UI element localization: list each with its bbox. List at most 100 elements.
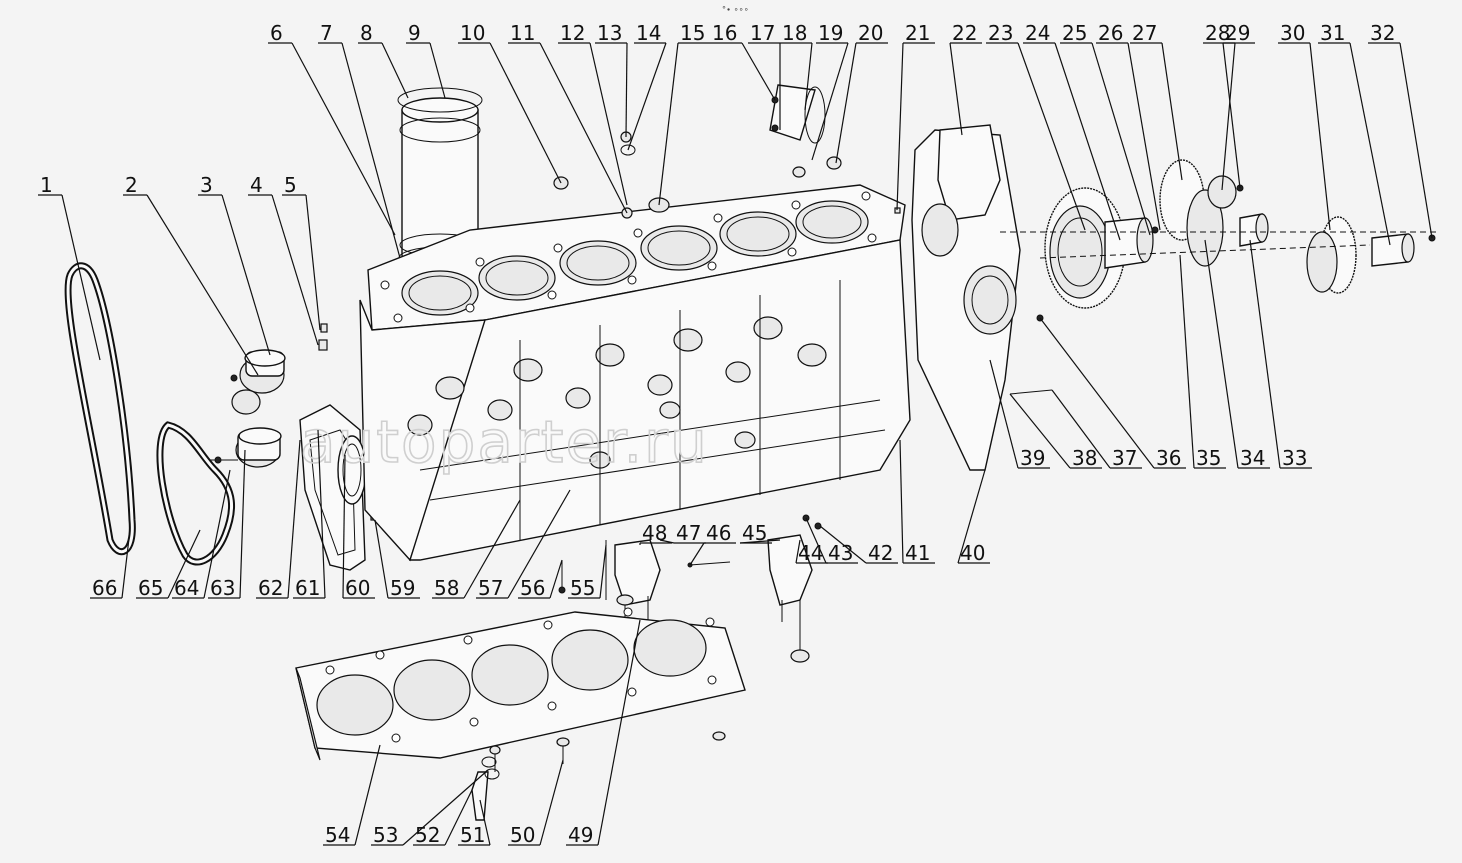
callout-leader-line [489,42,562,184]
callout-28: 28 [1203,21,1236,191]
callout-leader-line [1054,42,1121,241]
callout-44: 44 [795,539,828,565]
callout-leader-line [658,42,679,206]
callout-label: 54 [325,823,350,847]
callout-leader-line [1051,389,1111,469]
callout-label: 60 [345,576,370,600]
callout-leader-line [741,42,776,101]
callout-label: 27 [1132,21,1157,45]
callout-label: 13 [597,21,622,45]
belt-tensioner [230,349,286,415]
poly-v-belt-short [156,421,236,566]
front-cover [299,404,367,571]
callout-label: 35 [1196,446,1221,470]
pump-gear [1306,216,1357,294]
callout-label: 63 [210,576,235,600]
callout-leader-line [167,529,201,599]
callout-32: 32 [1368,21,1433,239]
callout-17: 17 [748,21,781,130]
callout-leader-line [271,194,319,346]
callout-leader-line [1127,42,1161,231]
callout-label: 4 [250,173,263,197]
pump-shaft [1371,233,1436,267]
callout-label: 49 [568,823,593,847]
callout-64: 64 [172,469,231,600]
callout-39: 39 [989,359,1050,470]
callout-leader-line [1091,42,1151,236]
callout-label: 8 [360,21,373,45]
callout-leader-line [1349,42,1391,246]
callout-label: 29 [1225,21,1250,45]
callout-label: 51 [460,823,485,847]
callout-label: 9 [408,21,421,45]
callout-63: 63 [208,449,246,600]
callout-45: 45 [739,521,781,545]
callout-label: 53 [373,823,398,847]
callout-label: 15 [680,21,705,45]
callout-leader-line [1399,42,1433,239]
callout-leader-line [463,499,521,599]
callout-leader-line [239,449,246,599]
callout-57: 57 [476,489,571,600]
idler-gear-hub [1239,213,1269,247]
callout-leader-line [1222,42,1241,189]
callout-leader-line [1309,42,1331,231]
callout-7: 7 [318,21,401,259]
callout-leader-line [402,769,489,846]
callout-11: 11 [508,21,628,214]
poly-v-belt-long [64,262,136,555]
callout-16: 16 [710,21,776,101]
callout-label: 5 [284,173,297,197]
large-gear-b [1159,159,1237,267]
callout-label: 16 [712,21,737,45]
callout-leader-line [1039,317,1155,469]
callout-leader-line [811,42,849,161]
callout-13: 13 [595,21,628,138]
callout-leader-line [819,525,867,564]
callout-label: 38 [1072,446,1097,470]
callout-leader-line [1179,254,1195,469]
callout-leader-line [795,539,801,564]
callout-30: 30 [1278,21,1331,231]
callout-label: 6 [270,21,283,45]
callout-label: 36 [1156,446,1181,470]
callout-24: 24 [1023,21,1121,241]
callout-label: 3 [200,173,213,197]
callout-55: 55 [568,544,607,600]
callout-leader-line [597,619,641,846]
callout-leader-line [305,194,321,331]
callout-65: 65 [136,529,201,600]
watermark: autoparter.ru [300,408,709,476]
callout-29: 29 [1222,21,1255,189]
callout-label: 40 [960,541,985,565]
callout-leader-line [835,42,857,164]
callout-leader-line [539,759,564,846]
callout-label: 14 [636,21,661,45]
callout-label: 21 [905,21,930,45]
callout-label: 30 [1280,21,1305,45]
callout-leader-line [899,439,904,564]
callout-label: 44 [798,541,823,565]
callout-leader-line [805,517,827,564]
callout-leader-line [549,559,563,599]
callout-label: 31 [1320,21,1345,45]
callout-3: 3 [198,173,271,356]
callout-leader-line [625,42,628,138]
callout-35: 35 [1179,254,1226,470]
callout-40: 40 [957,469,990,565]
large-gear-a [1044,187,1126,309]
callout-34: 34 [1204,239,1270,470]
callout-53: 53 [371,769,489,847]
callout-58: 58 [432,499,521,600]
callout-label: 39 [1020,446,1045,470]
callout-label: 1 [40,173,53,197]
callout-label: 7 [320,21,333,45]
sensor-cover [769,84,826,144]
bed-plate [295,607,746,761]
callout-leader-line [479,799,491,846]
callout-label: 37 [1112,446,1137,470]
callout-label: 34 [1240,446,1265,470]
callout-1: 1 [38,173,101,361]
callout-33: 33 [1249,239,1312,470]
